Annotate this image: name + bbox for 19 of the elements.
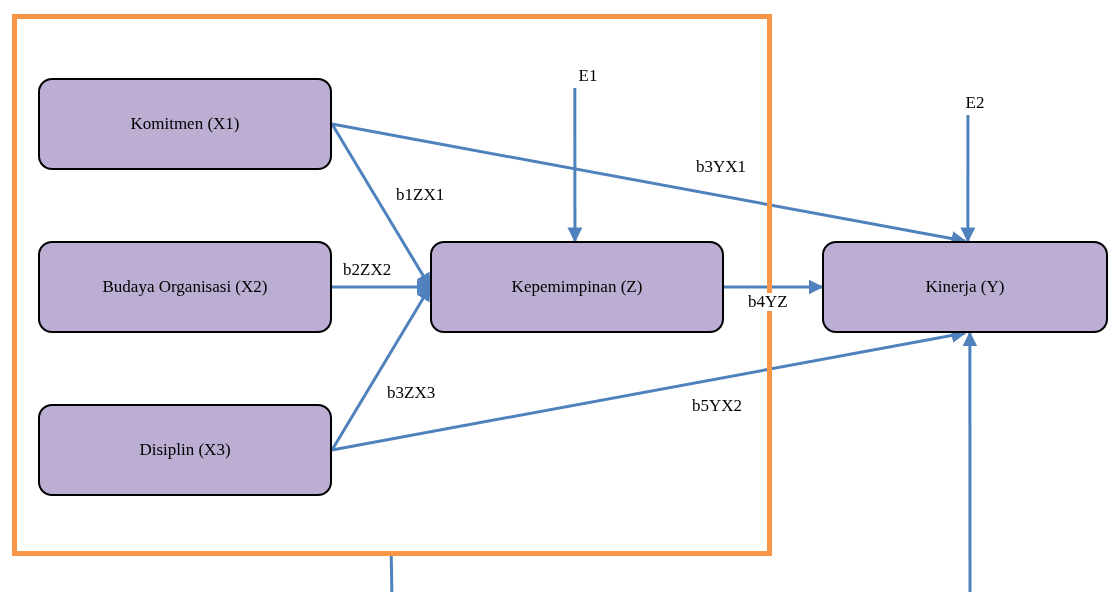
arrow bbox=[567, 88, 583, 243]
arrow bbox=[724, 279, 824, 295]
arrow bbox=[962, 331, 978, 592]
node-label: Budaya Organisasi (X2) bbox=[102, 277, 268, 297]
node-label: E1 bbox=[578, 66, 598, 86]
node-label: Kinerja (Y) bbox=[925, 277, 1005, 297]
variable-box bbox=[822, 241, 1108, 333]
variable-box bbox=[38, 404, 332, 496]
node-label: Komitmen (X1) bbox=[130, 114, 240, 134]
arrow bbox=[330, 285, 432, 451]
node-label: E2 bbox=[965, 93, 985, 113]
edge-label: b4YZ bbox=[746, 293, 790, 311]
variable-box bbox=[430, 241, 724, 333]
node-label: Disiplin (X3) bbox=[139, 440, 231, 460]
variable-box bbox=[38, 78, 332, 170]
arrow bbox=[960, 115, 976, 243]
variable-box bbox=[38, 241, 332, 333]
node-label: Kepemimpinan (Z) bbox=[511, 277, 643, 297]
arrow bbox=[330, 123, 432, 289]
